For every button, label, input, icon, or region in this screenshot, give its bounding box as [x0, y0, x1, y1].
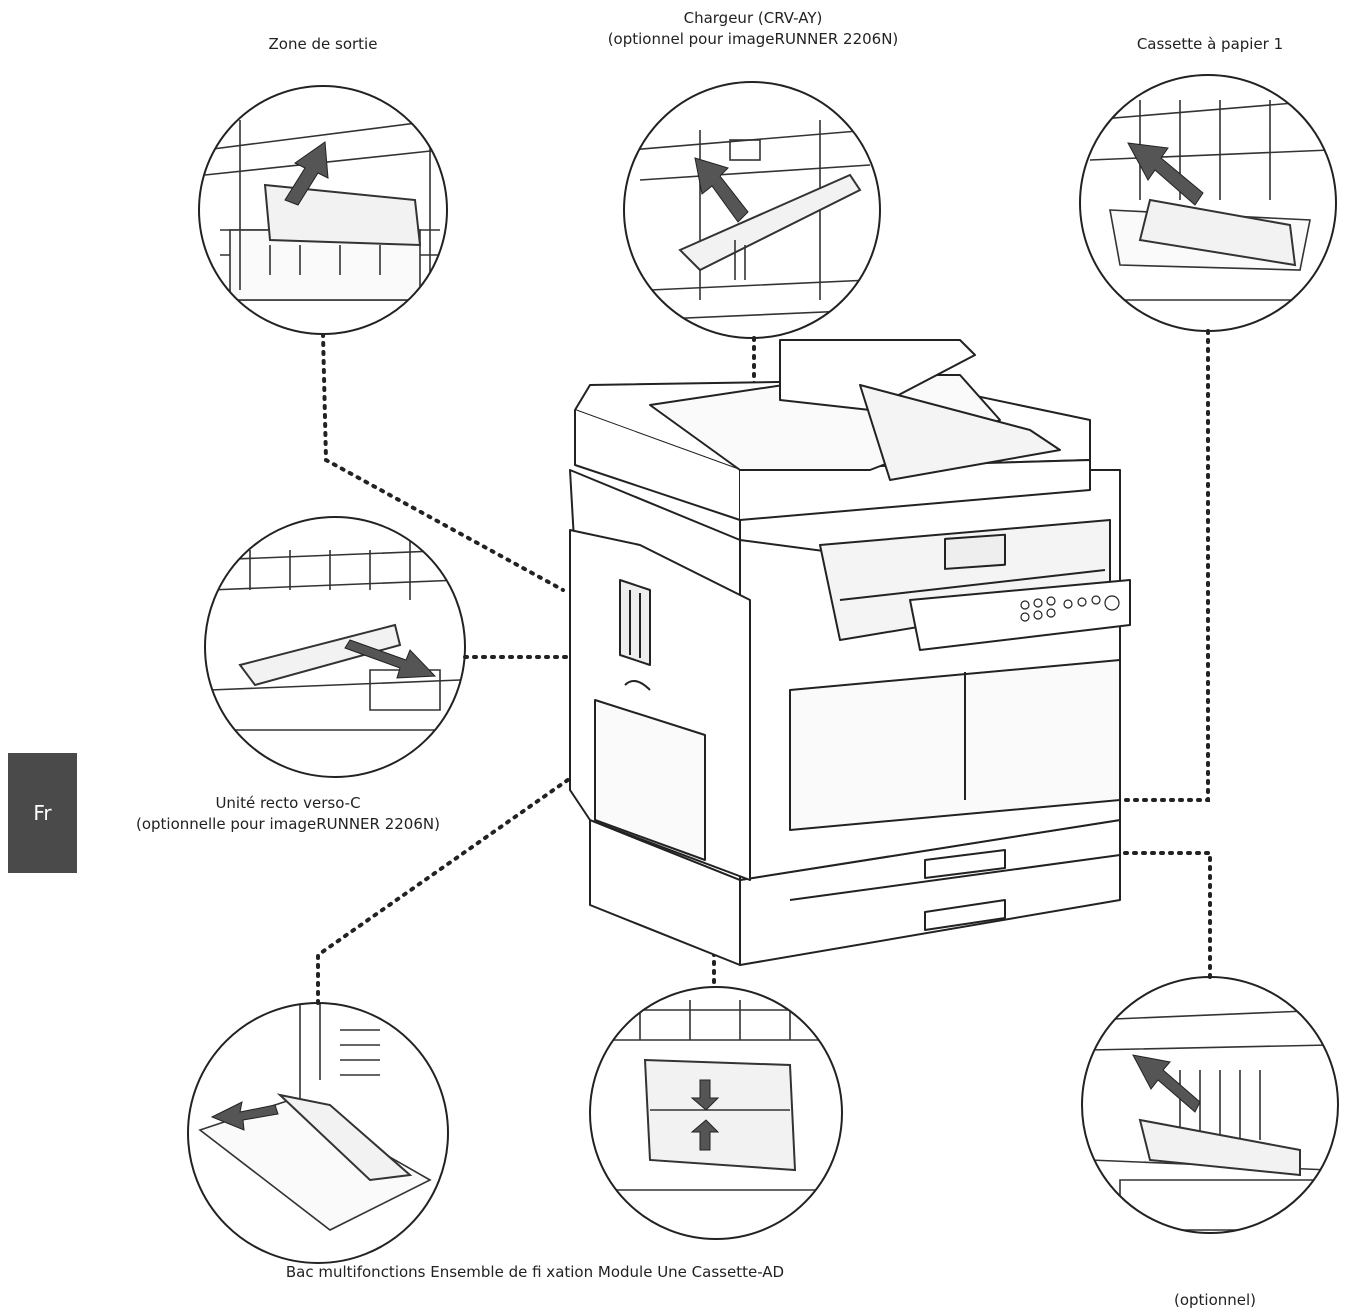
leader-mp-tray [316, 768, 584, 1005]
label-duplex-line2: (optionnelle pour imageRUNNER 2206N) [136, 815, 440, 833]
detail-cassette1 [1079, 74, 1337, 332]
language-tab: Fr [8, 753, 77, 873]
label-duplex: Unité recto verso-C (optionnelle pour im… [88, 793, 488, 835]
detail-mp-tray [187, 1002, 449, 1264]
label-feeder-line1: Chargeur (CRV-AY) [683, 9, 823, 27]
label-feeder: Chargeur (CRV-AY) (optionnel pour imageR… [553, 8, 953, 50]
label-duplex-line1: Unité recto verso-C [215, 794, 361, 812]
detail-feeder [623, 81, 881, 339]
detail-fixing [589, 986, 843, 1240]
leader-cassette-ad [1095, 851, 1212, 979]
label-bottom-row: Bac multifonctions Ensemble de fi xation… [285, 1263, 785, 1281]
label-output-area: Zone de sortie [268, 35, 378, 53]
detail-output-area [198, 85, 448, 335]
language-tab-label: Fr [33, 801, 52, 825]
printer-illustration [569, 339, 1131, 966]
label-optional: (optionnel) [1173, 1291, 1257, 1309]
label-feeder-line2: (optionnel pour imageRUNNER 2206N) [607, 30, 899, 48]
detail-cassette-ad [1081, 976, 1339, 1234]
leader-cassette1 [1095, 329, 1210, 802]
leader-output-area [321, 332, 565, 592]
detail-duplex [204, 516, 466, 778]
label-cassette1: Cassette à papier 1 [1136, 35, 1284, 53]
